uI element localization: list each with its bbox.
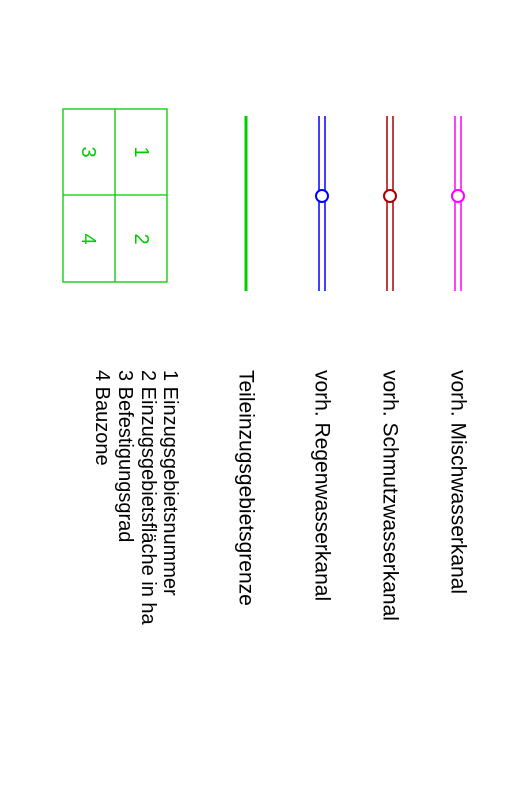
mischwasser-manhole-icon	[451, 189, 465, 203]
label-mischwasserkanal: vorh. Mischwasserkanal	[447, 370, 470, 594]
area-item-2: 2 Einzugsgebietsfläche in ha	[137, 370, 159, 625]
area-box-cell-2: 2	[130, 233, 152, 244]
label-regenwasserkanal: vorh. Regenwasserkanal	[311, 370, 334, 601]
schmutzwasser-symbol	[383, 116, 397, 291]
area-item-3: 3 Befestigungsgrad	[114, 370, 136, 542]
area-item-4: 4 Bauzone	[91, 370, 113, 466]
area-box-cell-1: 1	[130, 146, 152, 157]
schmutzwasser-manhole-icon	[383, 189, 397, 203]
regenwasser-manhole-icon	[315, 189, 329, 203]
area-box-cell-3: 3	[77, 146, 99, 157]
mischwasser-symbol	[451, 116, 465, 291]
area-box: 1 2 3 4	[62, 108, 168, 283]
area-box-cell-4: 4	[77, 233, 99, 244]
label-schmutzwasserkanal: vorh. Schmutzwasserkanal	[379, 370, 402, 621]
area-item-1: 1 Einzugsgebietsnummer	[159, 370, 181, 596]
label-teileinzugsgebietsgrenze: Teileinzugsgebietsgrenze	[235, 370, 258, 606]
regenwasser-symbol	[315, 116, 329, 291]
